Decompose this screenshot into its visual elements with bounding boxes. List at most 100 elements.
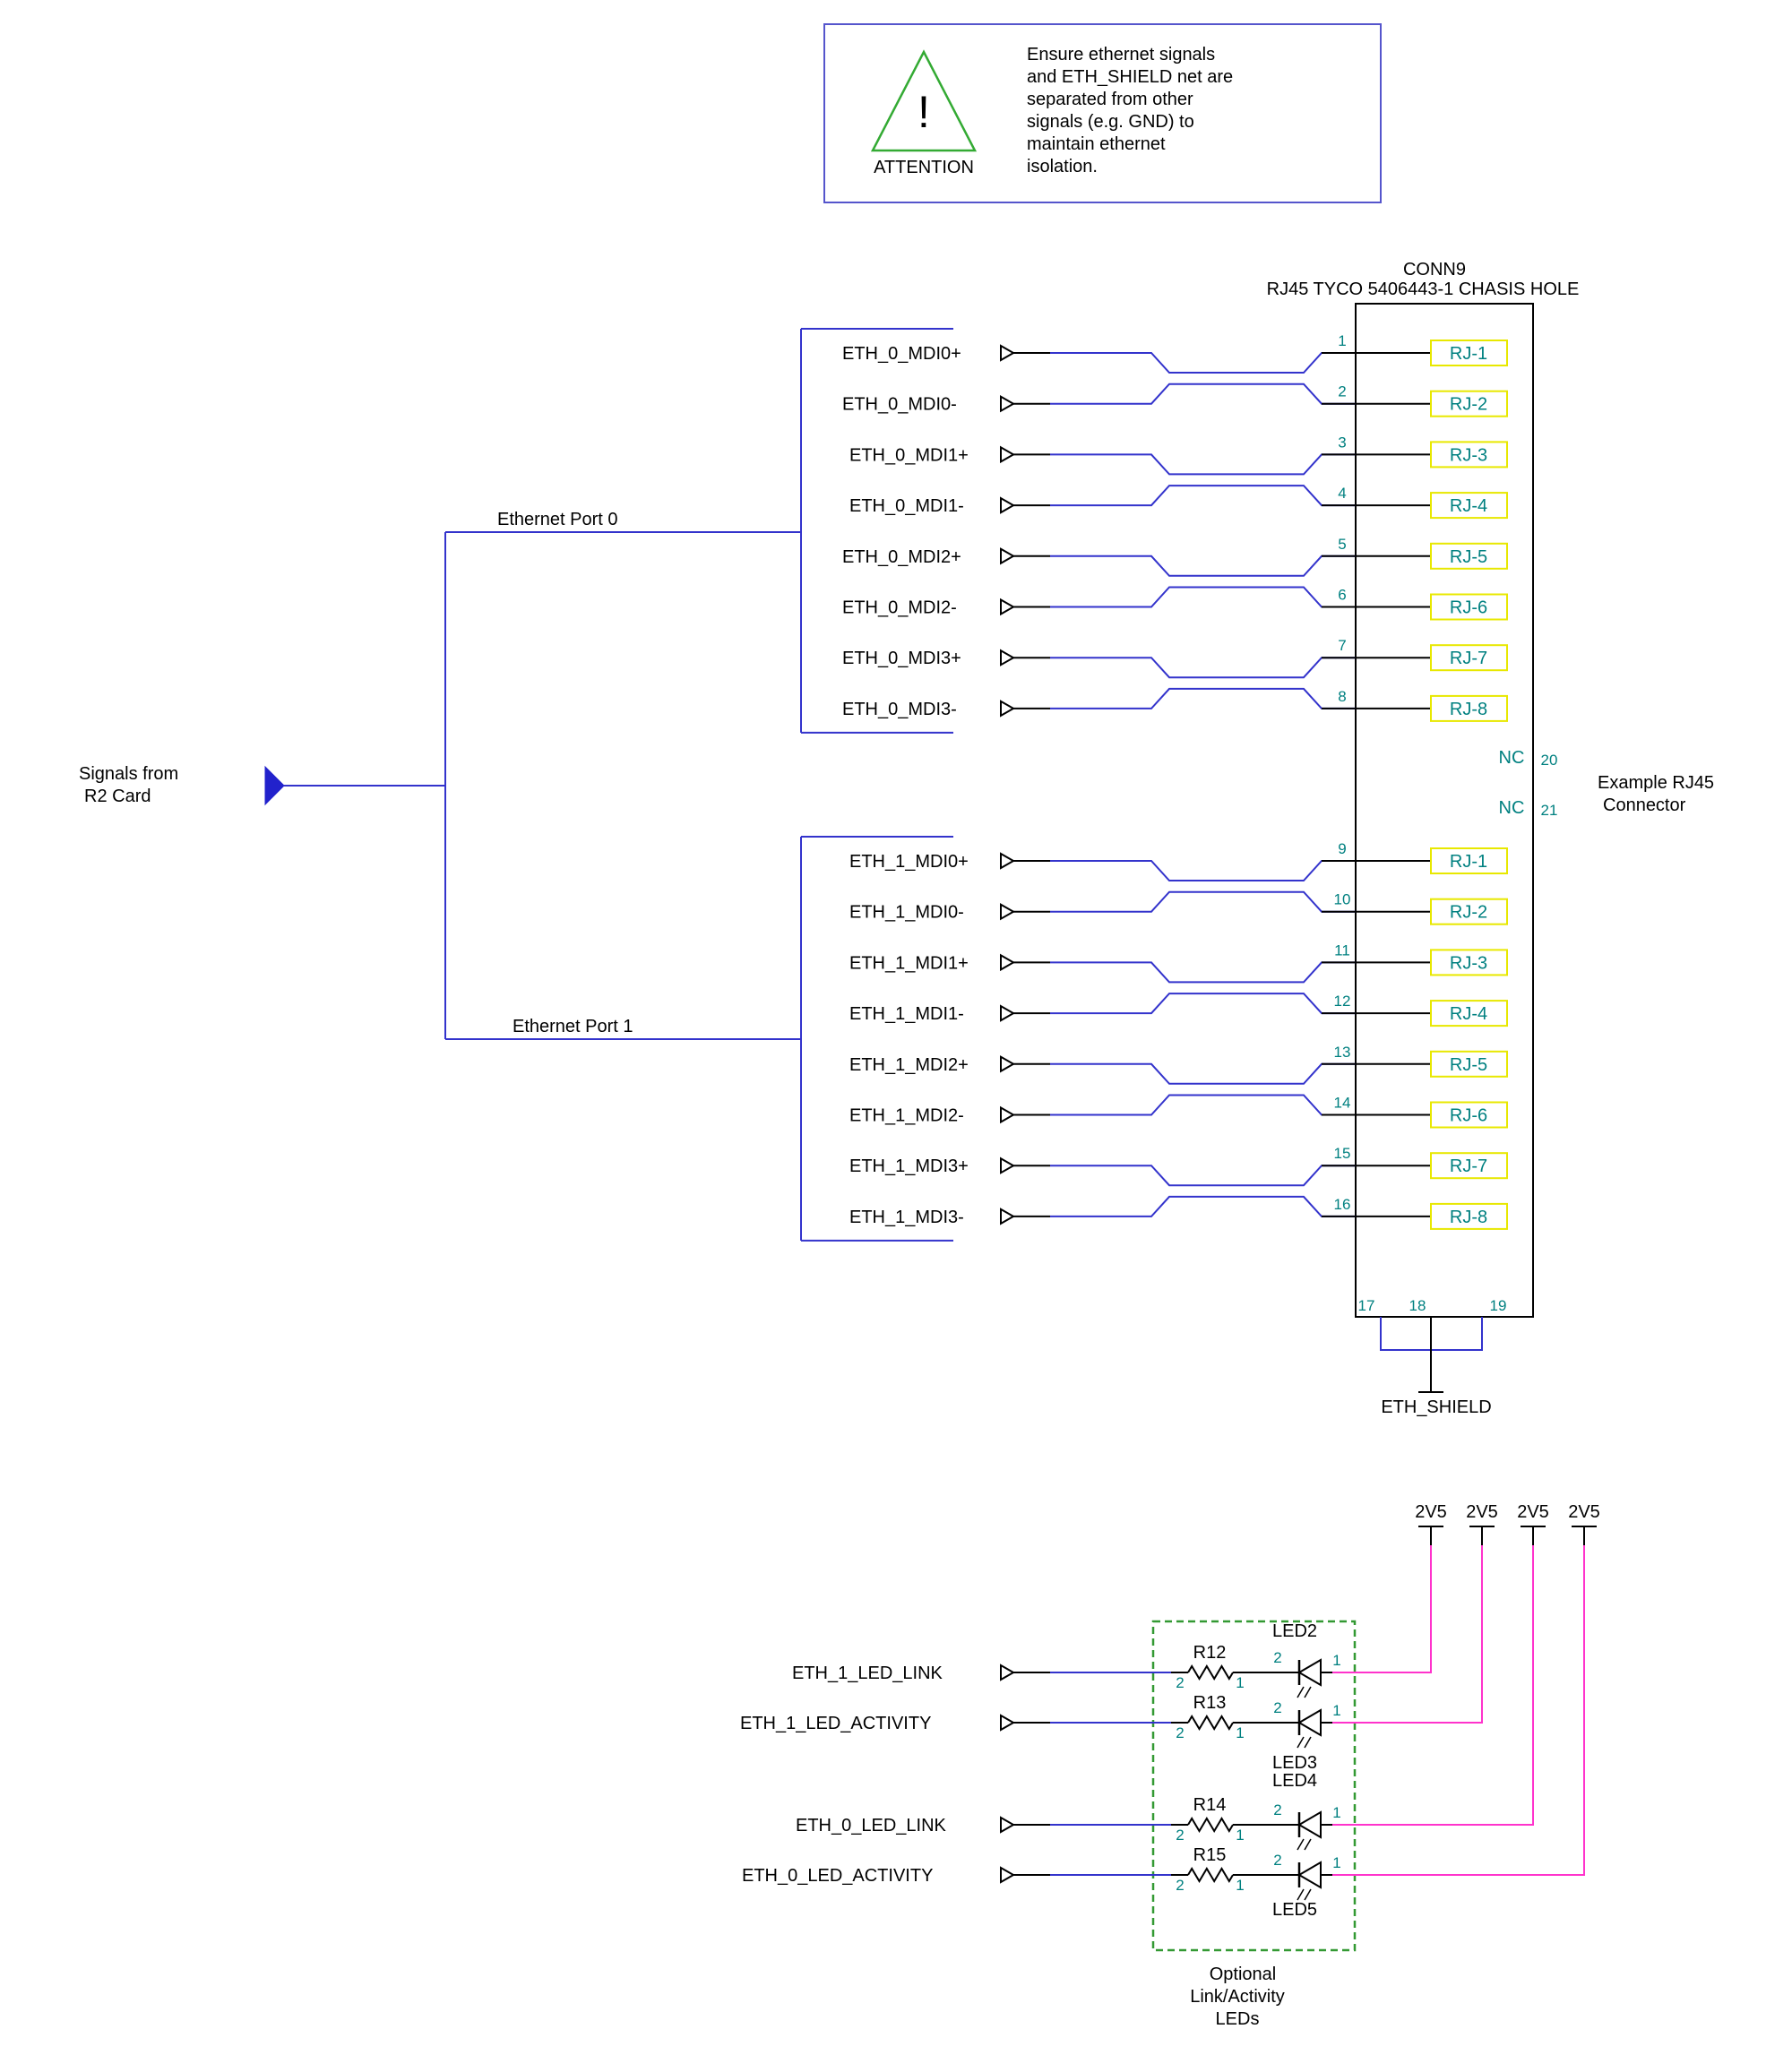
resistor-pin-number: 2 <box>1176 1827 1184 1844</box>
signal-port-arrow-icon <box>1000 902 1016 921</box>
led-group-caption-line3: LEDs <box>1216 2009 1260 2029</box>
rj-pin-label: RJ-7 <box>1450 649 1487 668</box>
power-net-label: 2V5 <box>1568 1502 1600 1522</box>
source-label-line1: Signals from <box>79 764 178 784</box>
signal-name: ETH_0_MDI0- <box>842 395 957 415</box>
attention-line: signals (e.g. GND) to <box>1027 112 1194 132</box>
rj-pin-box <box>1430 340 1508 366</box>
signal-wire <box>1050 657 1356 679</box>
signal-name: ETH_1_MDI3+ <box>849 1156 969 1176</box>
rj-pin-label: RJ-5 <box>1450 1055 1487 1075</box>
led-pin-number: 2 <box>1273 1699 1281 1716</box>
connector-pin-number: 16 <box>1334 1196 1351 1213</box>
rj-pin-label: RJ-1 <box>1450 344 1487 364</box>
example-label-line1: Example RJ45 <box>1598 773 1714 793</box>
shield-pin-number: 18 <box>1409 1297 1426 1314</box>
rj-pin-label: RJ-4 <box>1450 496 1487 516</box>
source-arrow-icon <box>264 765 285 806</box>
led-refdes: LED4 <box>1272 1771 1317 1791</box>
resistor-refdes: R15 <box>1193 1845 1227 1865</box>
source-label-line2: R2 Card <box>84 787 151 806</box>
signal-name: ETH_1_MDI2- <box>849 1106 964 1126</box>
signal-wire <box>1050 485 1356 507</box>
resistor-pin-number: 1 <box>1236 1877 1244 1894</box>
attention-line: Ensure ethernet signals <box>1027 45 1215 64</box>
led-power-wire <box>1332 1545 1483 1724</box>
rj-pin-box <box>1430 1202 1508 1230</box>
shield-net-label: ETH_SHIELD <box>1381 1397 1491 1417</box>
signal-name: ETH_0_MDI2+ <box>842 547 961 567</box>
signal-name: ETH_0_MDI2- <box>842 598 957 618</box>
nc-pin-number: 21 <box>1541 802 1558 819</box>
connector-pin-number: 13 <box>1334 1044 1351 1061</box>
attention-line: maintain ethernet <box>1027 134 1166 154</box>
connector-pin-number: 15 <box>1334 1145 1351 1162</box>
resistor-pin-number: 1 <box>1236 1827 1244 1844</box>
signal-port-arrow-icon <box>1000 1055 1016 1073</box>
port-label-0: Ethernet Port 0 <box>497 510 618 529</box>
signal-port-arrow-icon <box>1000 496 1016 514</box>
rj-pin-box <box>1430 644 1508 672</box>
led-emission-arrow-icon <box>1304 1888 1312 1901</box>
rj-pin-label: RJ-8 <box>1450 700 1487 719</box>
resistor-pin-number: 1 <box>1236 1724 1244 1741</box>
led-pin-number: 1 <box>1332 1702 1340 1719</box>
led-emission-arrow-icon <box>1297 1838 1305 1851</box>
rj-pin-label: RJ-3 <box>1450 445 1487 465</box>
signal-port-arrow-icon <box>1000 852 1016 870</box>
led-emission-arrow-icon <box>1297 1686 1305 1698</box>
rj-pin-box <box>1430 1050 1508 1078</box>
resistor-refdes: R12 <box>1193 1643 1227 1663</box>
rj-pin-label: RJ-4 <box>1450 1004 1487 1024</box>
rj-pin-label: RJ-1 <box>1450 852 1487 872</box>
led-group-box <box>1151 1620 1357 1952</box>
connector-pin-number: 6 <box>1338 587 1346 604</box>
led-diode-icon <box>1297 1708 1322 1737</box>
resistor-icon <box>1187 1817 1234 1833</box>
port-label-1: Ethernet Port 1 <box>513 1017 633 1036</box>
rj-pin-box <box>1430 593 1508 621</box>
led-diode-icon <box>1297 1861 1322 1889</box>
signal-name: ETH_0_MDI3- <box>842 700 957 719</box>
led-diode-icon <box>1297 1658 1322 1687</box>
led-group-caption-line2: Link/Activity <box>1190 1987 1285 2007</box>
rj-pin-box <box>1430 949 1508 976</box>
signal-port-arrow-icon <box>1000 1208 1016 1225</box>
signal-wire <box>1050 890 1356 913</box>
signal-port-arrow-icon <box>1000 394 1016 413</box>
example-label-line2: Connector <box>1603 795 1686 815</box>
rj-pin-box <box>1430 847 1508 874</box>
signal-name: ETH_0_MDI1- <box>849 496 964 516</box>
led-power-wire <box>1332 1545 1534 1826</box>
led-refdes: LED3 <box>1272 1753 1317 1773</box>
rj-pin-box <box>1430 492 1508 520</box>
signal-wire <box>1050 586 1356 608</box>
resistor-refdes: R13 <box>1193 1693 1227 1713</box>
connector-pin-number: 12 <box>1334 993 1351 1010</box>
signal-name: ETH_0_MDI3+ <box>842 649 961 668</box>
rj-pin-box <box>1430 542 1508 570</box>
resistor-icon <box>1187 1715 1234 1731</box>
led-pin-number: 2 <box>1273 1852 1281 1869</box>
power-net-label: 2V5 <box>1517 1502 1549 1522</box>
signal-wire <box>1050 860 1356 881</box>
resistor-pin-number: 2 <box>1176 1877 1184 1894</box>
nc-label: NC <box>1499 748 1525 768</box>
signal-wire <box>1050 961 1356 984</box>
signal-port-arrow-icon <box>1000 700 1016 718</box>
rj-pin-label: RJ-5 <box>1450 547 1487 567</box>
connector-pin-number: 1 <box>1338 332 1346 349</box>
rj-pin-label: RJ-6 <box>1450 1106 1487 1126</box>
resistor-icon <box>1187 1867 1234 1883</box>
connector-pin-number: 11 <box>1334 941 1350 959</box>
signal-port-arrow-icon <box>1000 1156 1016 1174</box>
signal-name: ETH_1_MDI0+ <box>849 852 969 872</box>
signal-port-arrow-icon <box>1000 445 1016 464</box>
led-emission-arrow-icon <box>1304 1838 1312 1851</box>
power-net-label: 2V5 <box>1466 1502 1498 1522</box>
resistor-pin-number: 2 <box>1176 1674 1184 1691</box>
led-emission-arrow-icon <box>1304 1686 1312 1698</box>
led-pin-number: 2 <box>1273 1649 1281 1666</box>
connector-pin-number: 14 <box>1334 1095 1351 1112</box>
rj-pin-box <box>1430 1152 1508 1180</box>
